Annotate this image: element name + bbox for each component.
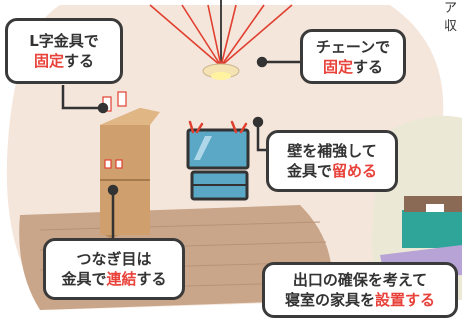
callout-exit-line1: 出口の確保を考えて — [292, 271, 428, 289]
callout-wall-emph: 留める — [332, 162, 378, 180]
chains — [149, 4, 293, 67]
callout-exit-emph: 設置する — [375, 291, 436, 309]
callout-chain-emph: 固定 — [322, 57, 353, 76]
bed — [402, 210, 462, 248]
bookshelf-top — [100, 108, 160, 125]
callout-exit: 出口の確保を考えて 寝室の家具を設置する — [262, 262, 458, 318]
callout-l-bracket-emph: 固定 — [33, 52, 64, 70]
tv-bracket-icon — [188, 120, 248, 134]
corner-text-line1: ア — [444, 1, 458, 16]
callout-joint-emph: 連結 — [106, 270, 137, 288]
callout-chain-tail: する — [353, 57, 384, 76]
lamp-bulb — [211, 72, 231, 80]
callout-l-bracket: L字金具で 固定する — [5, 18, 123, 84]
tv-highlight — [194, 136, 212, 160]
callout-joint-tail: する — [136, 270, 167, 288]
callout-wall-line1: 壁を補強して — [287, 142, 377, 160]
callout-joint-pre: 金具で — [61, 270, 107, 288]
callout-connectors — [61, 56, 304, 240]
callout-joint: つなぎ目は 金具で連結する — [43, 238, 185, 300]
callout-wall-pre: 金具で — [286, 162, 332, 180]
corner-text-line2: 収 — [444, 19, 458, 34]
callout-chain-line1: チェーンで — [315, 37, 391, 56]
callout-chain: チェーンで 固定する — [300, 29, 406, 84]
callout-exit-pre: 寝室の家具を — [284, 291, 375, 309]
callout-joint-line1: つなぎ目は — [76, 250, 152, 268]
callout-l-bracket-line1: L字金具で — [29, 32, 99, 50]
corner-text: ア 収 — [444, 0, 462, 36]
bed-pillow — [426, 204, 444, 212]
tv-screen — [186, 128, 250, 170]
callout-wall: 壁を補強して 金具で留める — [266, 130, 398, 192]
callout-l-bracket-tail: する — [64, 52, 95, 70]
